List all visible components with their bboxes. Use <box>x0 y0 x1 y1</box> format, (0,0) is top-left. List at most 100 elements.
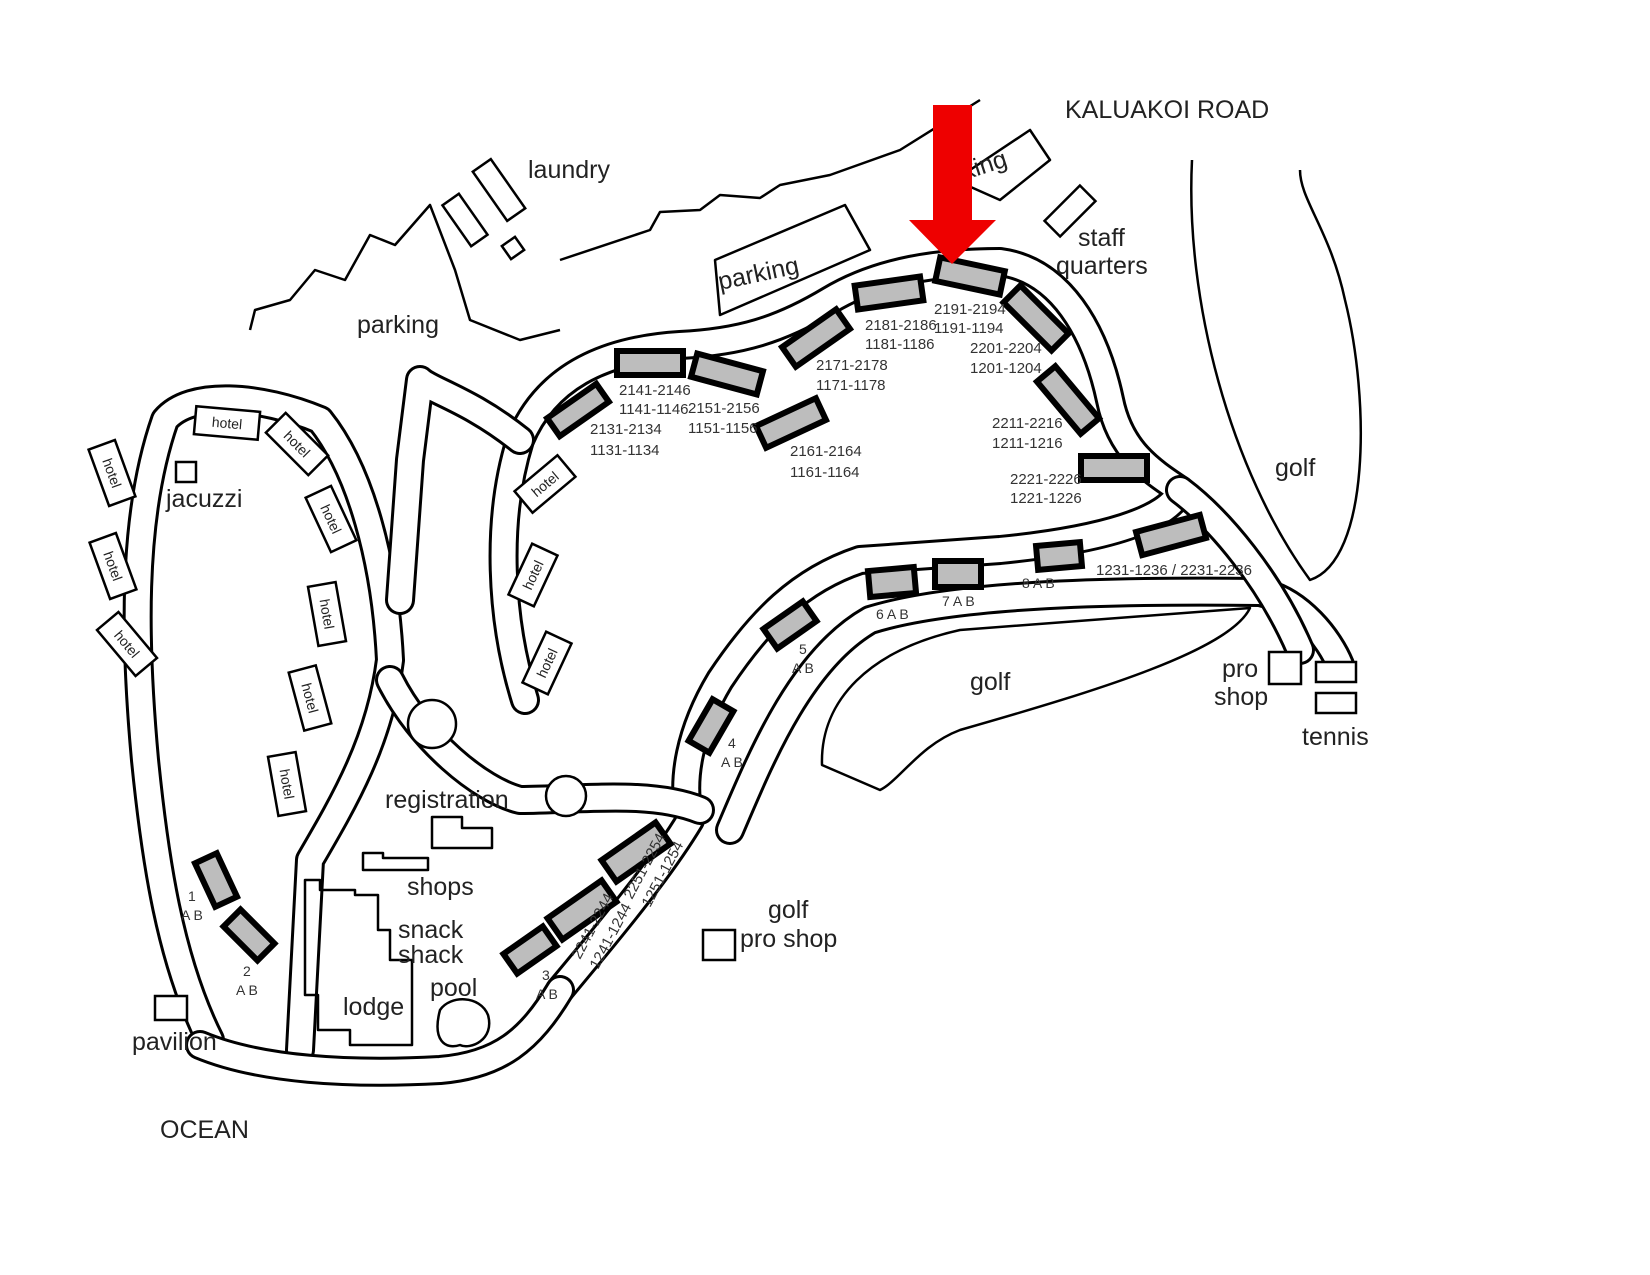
hotel-building: hotel <box>287 663 333 733</box>
pool-shape <box>436 998 491 1048</box>
condo-2131 <box>542 379 614 441</box>
parking-lot-top <box>559 98 981 262</box>
svg-text:1221-1226: 1221-1226 <box>1010 490 1082 507</box>
svg-text:3: 3 <box>542 967 550 983</box>
svg-text:2: 2 <box>243 963 251 979</box>
parking-left-label: parking <box>357 311 439 339</box>
lodge-building <box>303 878 414 1047</box>
svg-text:A B: A B <box>181 907 203 923</box>
golf-area-lower <box>820 606 1252 792</box>
condo-1ab <box>190 849 242 911</box>
golf-pro-shop-label: pro shop <box>740 925 837 953</box>
condo-2181 <box>851 273 927 313</box>
pavilion-box <box>153 994 189 1022</box>
pro-label: pro <box>1222 655 1258 683</box>
golf-pro-shop-box <box>701 928 737 962</box>
roads <box>122 247 1355 1087</box>
svg-text:2151-2156: 2151-2156 <box>688 400 760 417</box>
svg-text:5: 5 <box>799 641 807 657</box>
pavilion-label: pavilion <box>132 1028 217 1056</box>
condo-buildings <box>190 253 1210 978</box>
svg-text:6 A B: 6 A B <box>876 606 909 622</box>
golf-lower-label: golf <box>970 668 1010 696</box>
svg-text:1151-1156: 1151-1156 <box>688 420 758 437</box>
tennis-court-2 <box>1314 691 1358 715</box>
tennis-label: tennis <box>1302 723 1369 751</box>
registration-building <box>430 815 494 850</box>
svg-text:2141-2146: 2141-2146 <box>619 382 691 399</box>
condo-2191 <box>931 253 1009 299</box>
staff-label: staff <box>1078 224 1125 252</box>
svg-text:2171-2178: 2171-2178 <box>816 357 888 374</box>
svg-text:2191-2194: 2191-2194 <box>934 301 1006 318</box>
snack-label: snack <box>398 916 464 944</box>
shop-label: shop <box>1214 683 1268 711</box>
condo-2ab <box>219 905 279 965</box>
staff-quarters-building <box>1042 183 1098 239</box>
condo-2151 <box>687 349 767 399</box>
tennis-court-1 <box>1314 660 1358 684</box>
svg-text:1181-1186: 1181-1186 <box>865 336 935 353</box>
svg-text:1131-1134: 1131-1134 <box>590 442 660 459</box>
pro-shop-box <box>1267 650 1303 686</box>
condo-4ab <box>684 695 738 757</box>
svg-text:4: 4 <box>728 735 736 751</box>
laundry-label: laundry <box>528 156 610 184</box>
parking-lot-left <box>248 203 561 342</box>
laundry-buildings <box>440 157 527 261</box>
parking-lot-mid <box>713 203 872 317</box>
svg-text:2221-2226: 2221-2226 <box>1010 471 1082 488</box>
registration-label: registration <box>385 786 509 814</box>
jacuzzi-box <box>174 460 198 484</box>
svg-text:2131-2134: 2131-2134 <box>590 421 662 438</box>
roundabout-lower <box>544 774 588 818</box>
condo-2241 <box>543 876 621 944</box>
shack-label: shack <box>398 941 464 969</box>
condo-2251 <box>597 818 675 886</box>
svg-text:1171-1178: 1171-1178 <box>816 377 886 394</box>
condo-5ab <box>759 597 821 653</box>
hotel-building: hotel <box>87 531 139 601</box>
svg-text:2181-2186: 2181-2186 <box>865 317 937 334</box>
ocean-label: OCEAN <box>160 1116 249 1144</box>
shops-label: shops <box>407 873 474 901</box>
parking-top-label: parking <box>715 251 801 295</box>
quarters-label: quarters <box>1056 252 1148 280</box>
jacuzzi-label: jacuzzi <box>165 485 242 513</box>
svg-text:2161-2164: 2161-2164 <box>790 443 862 460</box>
condo-6ab <box>864 563 920 601</box>
svg-text:2211-2216: 2211-2216 <box>992 415 1063 432</box>
condo-2161 <box>752 394 830 452</box>
svg-text:1211-1216: 1211-1216 <box>992 435 1063 452</box>
condo-3ab <box>499 922 561 978</box>
hotel-buildings: hotel hotel hotel hotel hotel hotel hote… <box>86 404 578 818</box>
condo-2141 <box>614 348 686 378</box>
svg-text:7 A B: 7 A B <box>942 593 975 609</box>
parking-lot-upper-right <box>953 128 1052 202</box>
hotel-building: hotel <box>192 404 262 442</box>
svg-text:hotel: hotel <box>298 681 321 714</box>
condo-8ab <box>1032 538 1086 574</box>
red-arrow-marker-icon <box>909 105 996 264</box>
svg-text:2201-2204: 2201-2204 <box>970 340 1042 357</box>
golf-pro-label: golf <box>768 896 808 924</box>
condo-2211 <box>1032 362 1104 438</box>
hotel-building: hotel <box>306 580 348 648</box>
condo-1231 <box>1132 511 1210 559</box>
hotel-building: hotel <box>86 438 138 508</box>
svg-text:hotel: hotel <box>211 414 243 433</box>
kaluakoi-road-label: KALUAKOI ROAD <box>1065 96 1269 124</box>
hotel-building: hotel <box>303 484 359 554</box>
condo-2171 <box>777 305 855 371</box>
svg-text:1141-1146: 1141-1146 <box>619 401 689 418</box>
svg-text:8 A B: 8 A B <box>1022 575 1055 591</box>
svg-text:1161-1164: 1161-1164 <box>790 464 860 481</box>
condo-7ab <box>932 558 984 590</box>
svg-text:A B: A B <box>721 754 743 770</box>
svg-text:A B: A B <box>536 986 558 1002</box>
condo-2201 <box>999 281 1073 355</box>
golf-area-right <box>1190 159 1362 582</box>
hotel-building: hotel <box>506 542 560 608</box>
